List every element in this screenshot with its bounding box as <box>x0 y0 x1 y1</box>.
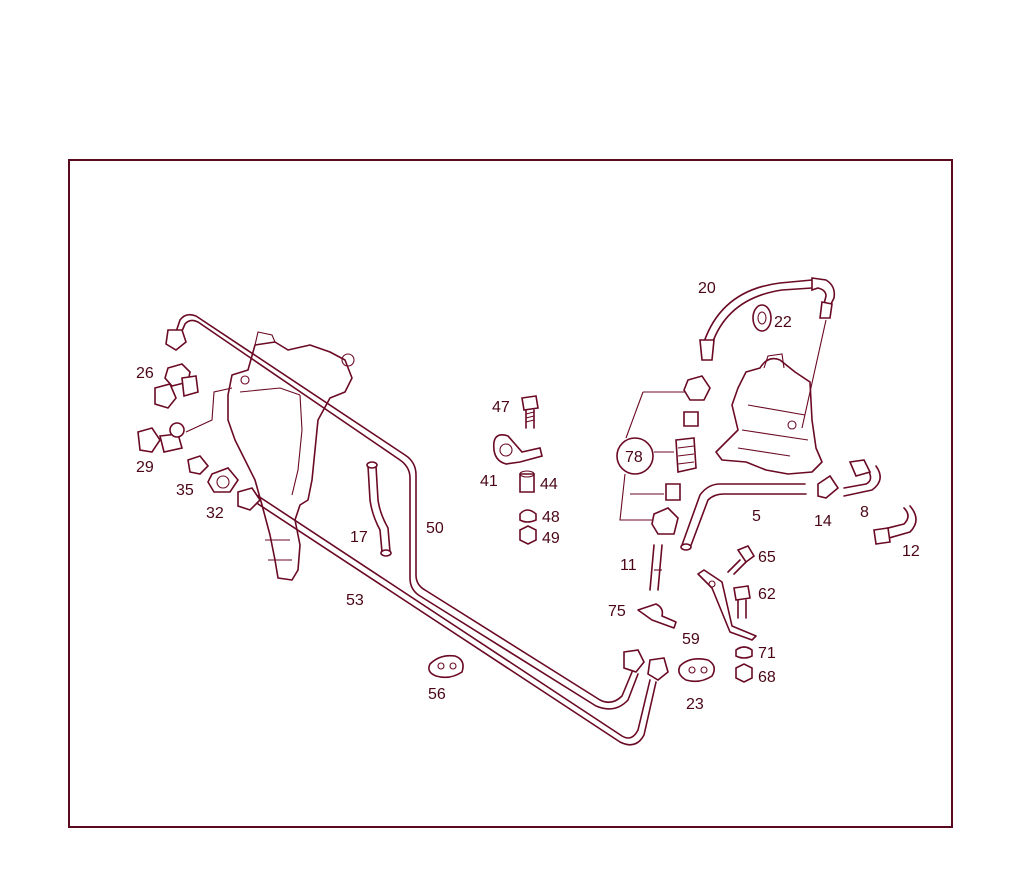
bolt-65 <box>727 545 756 575</box>
hose-8 <box>843 459 881 497</box>
spacer-44 <box>519 470 535 493</box>
label-68: 68 <box>758 669 776 686</box>
label-75: 75 <box>608 603 626 620</box>
label-44: 44 <box>540 476 558 493</box>
label-65: 65 <box>758 549 776 566</box>
seal-22 <box>752 304 772 332</box>
label-47: 47 <box>492 399 510 416</box>
label-20: 20 <box>698 280 716 297</box>
washer-48 <box>519 509 537 523</box>
label-5: 5 <box>752 508 761 525</box>
label-35: 35 <box>176 482 194 499</box>
pipe-11 <box>649 544 663 591</box>
washer-71 <box>735 646 753 659</box>
label-12: 12 <box>902 543 920 560</box>
hose-5 <box>680 483 807 551</box>
power-steering-pump <box>715 353 823 475</box>
label-26: 26 <box>136 365 154 382</box>
hose-12 <box>873 505 917 545</box>
label-50: 50 <box>426 520 444 537</box>
pump-fittings <box>651 375 711 535</box>
hose-20 <box>699 277 836 429</box>
seal-35 <box>187 455 210 475</box>
grommet-56 <box>428 654 464 679</box>
label-11: 11 <box>620 557 637 574</box>
label-29: 29 <box>136 459 154 476</box>
nut-49 <box>519 525 537 545</box>
kit-78 <box>616 391 688 521</box>
label-41: 41 <box>480 473 498 490</box>
clamp-75 <box>637 603 677 629</box>
fitting-29 <box>137 387 233 453</box>
label-17: 17 <box>350 529 368 546</box>
part-labels: 20 22 26 29 35 32 47 41 44 48 49 17 50 5… <box>136 280 920 713</box>
label-48: 48 <box>542 509 560 526</box>
diagram-frame <box>68 159 953 828</box>
label-53: 53 <box>346 592 364 609</box>
label-32: 32 <box>206 505 224 522</box>
elbow-14 <box>817 474 840 499</box>
hose-17 <box>366 461 392 557</box>
label-59: 59 <box>682 631 700 648</box>
label-23: 23 <box>686 696 704 713</box>
nut-32 <box>207 467 239 493</box>
pipe-50 <box>165 313 645 710</box>
fitting-26 <box>154 363 199 409</box>
label-62: 62 <box>758 586 776 603</box>
bolt-47 <box>521 395 539 429</box>
steering-gear <box>227 331 355 581</box>
clamp-41 <box>492 434 543 465</box>
nut-68 <box>735 663 753 683</box>
label-78: 78 <box>625 449 643 466</box>
grommet-23 <box>678 658 716 683</box>
label-14: 14 <box>814 513 832 530</box>
bolt-62 <box>733 585 751 619</box>
pipe-53 <box>237 487 669 746</box>
label-71: 71 <box>758 645 776 662</box>
label-8: 8 <box>860 504 869 521</box>
label-56: 56 <box>428 686 446 703</box>
label-22: 22 <box>774 314 792 331</box>
label-49: 49 <box>542 530 560 547</box>
bracket-59 <box>697 569 757 641</box>
